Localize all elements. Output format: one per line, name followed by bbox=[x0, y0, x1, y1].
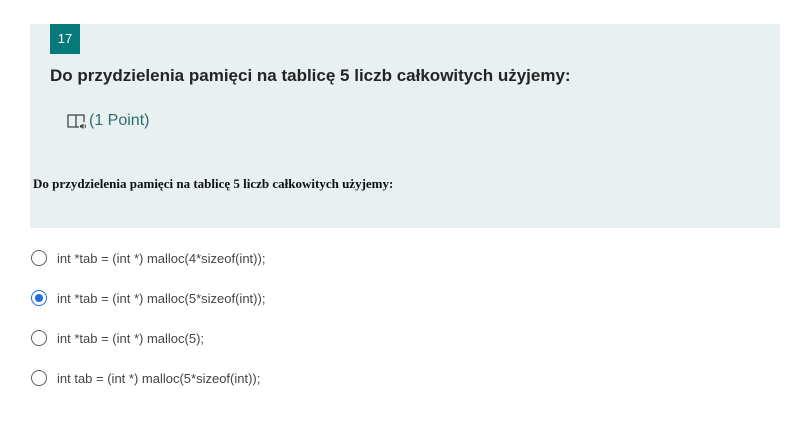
question-number-badge: 17 bbox=[50, 24, 80, 54]
answer-option[interactable]: int *tab = (int *) malloc(5); bbox=[31, 328, 771, 348]
answer-option[interactable]: int *tab = (int *) malloc(5*sizeof(int))… bbox=[31, 288, 771, 308]
answer-option-label: int tab = (int *) malloc(5*sizeof(int)); bbox=[57, 370, 261, 386]
answer-option[interactable]: int *tab = (int *) malloc(4*sizeof(int))… bbox=[31, 248, 771, 268]
immersive-reader-icon[interactable] bbox=[66, 110, 88, 132]
answer-options: int *tab = (int *) malloc(4*sizeof(int))… bbox=[31, 248, 771, 408]
answer-option-label: int *tab = (int *) malloc(5); bbox=[57, 330, 205, 346]
answer-option-label: int *tab = (int *) malloc(4*sizeof(int))… bbox=[57, 250, 266, 266]
points-label: (1 Point) bbox=[89, 112, 150, 129]
points-row: (1 Point) bbox=[66, 110, 149, 132]
radio-button[interactable] bbox=[31, 330, 47, 346]
answer-option-label: int *tab = (int *) malloc(5*sizeof(int))… bbox=[57, 290, 266, 306]
radio-button[interactable] bbox=[31, 250, 47, 266]
radio-button-selected[interactable] bbox=[31, 290, 47, 306]
question-card: 17 Do przydzielenia pamięci na tablicę 5… bbox=[30, 24, 780, 228]
answer-option[interactable]: int tab = (int *) malloc(5*sizeof(int)); bbox=[31, 368, 771, 388]
radio-button[interactable] bbox=[31, 370, 47, 386]
question-title: Do przydzielenia pamięci na tablicę 5 li… bbox=[50, 66, 571, 85]
question-image-text: Do przydzielenia pamięci na tablicę 5 li… bbox=[33, 176, 394, 191]
